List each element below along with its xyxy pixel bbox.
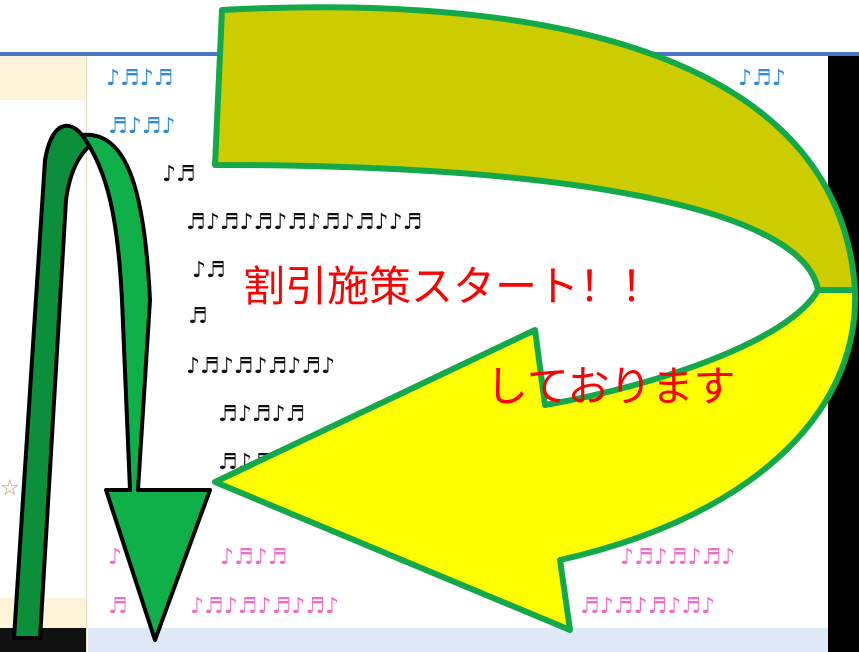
note-row-2: ♬♪♬♪ [108, 114, 176, 139]
pink-row-1-mid: ♪♬♪♬ [220, 545, 288, 570]
left-panel-header-band [0, 56, 86, 100]
note-row-3: ♪♬ [162, 162, 196, 187]
note-row-1-left: ♪♬♪♬ [106, 66, 174, 91]
note-row-4: ♬♪♬♪♬♪♬♪♬♪♬♪♪♬ [186, 210, 423, 235]
pink-row-2-mid: ♪♬♪♬♪♬♪♬♪ [190, 594, 340, 619]
promo-headline: 割引施策スタート！！ [243, 262, 664, 311]
note-row-7: ♬♪♬♪♬ [218, 402, 306, 427]
pink-row-2-right: ♬♪♬♪♬♪♬♪ [580, 594, 716, 619]
pink-row-2-left: ♬ [108, 594, 128, 619]
star-icon: ☆ [0, 476, 20, 501]
green-arrow-front [80, 132, 212, 642]
note-row-5b: ♬ [188, 304, 208, 329]
note-row-1-right: ♪♬♪ [738, 66, 786, 91]
olive-arrow-upper [212, 4, 858, 293]
note-row-6: ♪♬♪♬♪♬♪♬♪ [186, 354, 336, 379]
note-row-5a: ♪♬ [192, 258, 226, 283]
pink-row-1-right: ♪♬♪♬♪♬♪ [620, 545, 736, 570]
yellow-arrow-lower [212, 287, 859, 633]
main-bottom-strip [88, 628, 828, 652]
promo-subline: しております [486, 362, 736, 411]
green-arrow-back [12, 123, 100, 640]
pink-row-1-left: ♪ [108, 545, 123, 570]
